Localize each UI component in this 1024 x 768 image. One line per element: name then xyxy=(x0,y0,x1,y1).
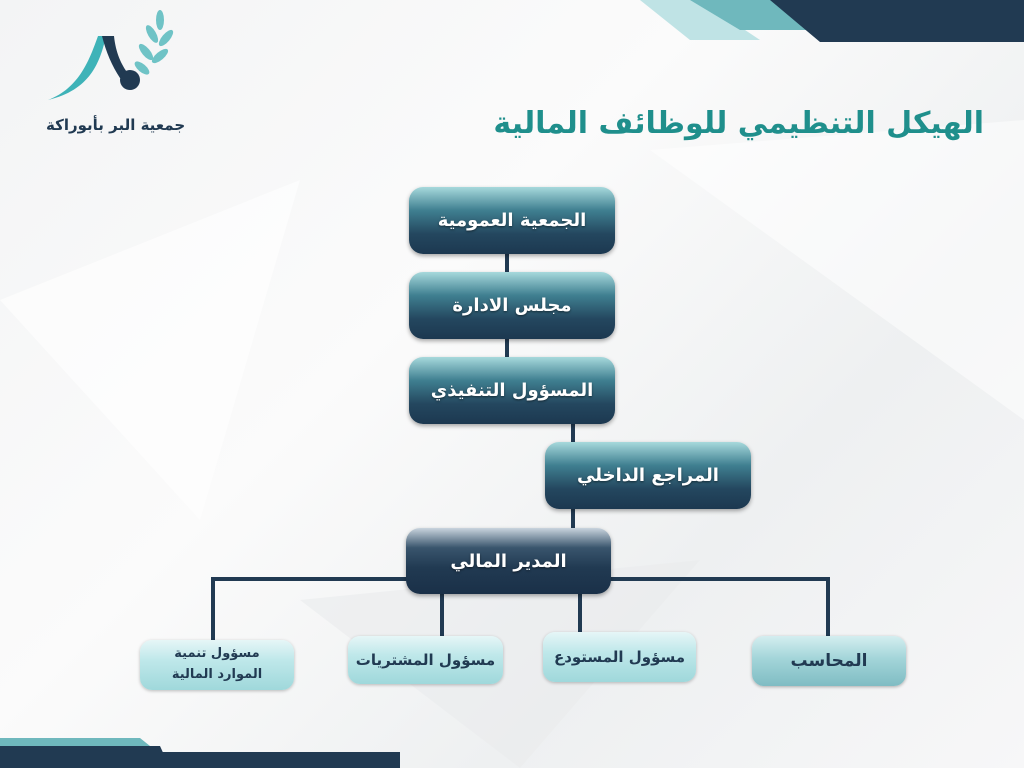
connector xyxy=(571,509,575,528)
connector xyxy=(571,424,575,442)
connector xyxy=(505,254,509,272)
node-label: المراجع الداخلي xyxy=(577,465,719,486)
node-label: مسؤول المشتريات xyxy=(355,651,496,669)
node-label: المحاسب xyxy=(790,651,868,671)
node-warehouse: مسؤول المستودع xyxy=(543,632,696,682)
connector xyxy=(211,577,215,640)
node-label: المدير المالي xyxy=(450,550,567,572)
connector xyxy=(578,590,582,632)
node-executive: المسؤول التنفيذي xyxy=(409,357,615,424)
node-resource-development: مسؤول تنمية الموارد المالية xyxy=(140,640,294,690)
node-label: الموارد المالية xyxy=(171,667,263,682)
node-internal-auditor: المراجع الداخلي xyxy=(545,442,751,509)
node-general-assembly: الجمعية العمومية xyxy=(409,187,615,254)
page-title: الهيكل التنظيمي للوظائف المالية xyxy=(493,106,984,141)
node-label: المسؤول التنفيذي xyxy=(430,380,594,401)
node-label: الجمعية العمومية xyxy=(437,210,587,231)
node-board: مجلس الادارة xyxy=(409,272,615,339)
connector xyxy=(440,590,444,636)
logo-text: جمعية البر بأبوراكة xyxy=(46,116,186,134)
connector xyxy=(505,339,509,357)
logo xyxy=(48,10,174,100)
node-accountant: المحاسب xyxy=(752,636,906,686)
node-procurement: مسؤول المشتريات xyxy=(348,636,503,684)
node-label: مسؤول تنمية xyxy=(174,646,260,662)
connector xyxy=(826,577,830,636)
node-financial-manager: المدير المالي xyxy=(406,528,611,594)
node-label: مجلس الادارة xyxy=(452,295,572,316)
node-label: مسؤول المستودع xyxy=(553,648,686,666)
